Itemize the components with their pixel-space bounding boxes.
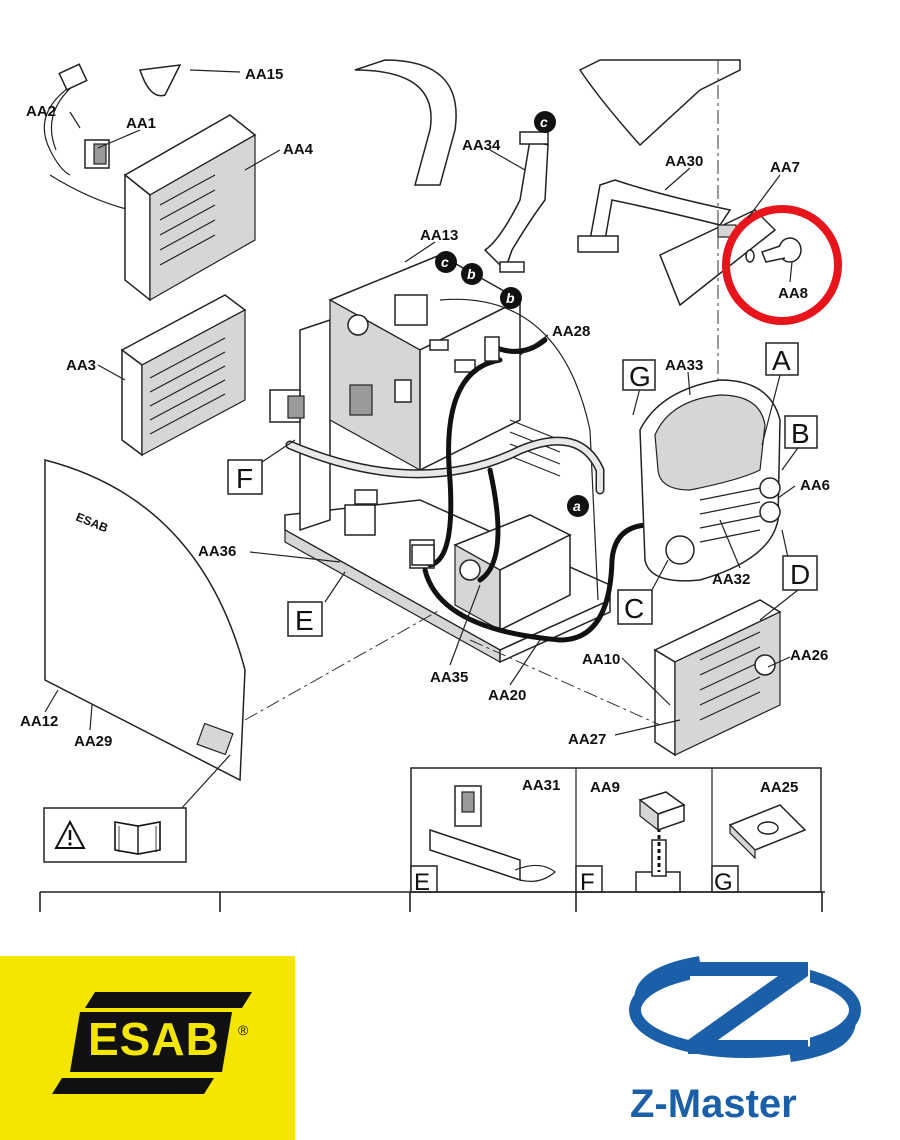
svg-text:b: b bbox=[506, 290, 515, 306]
manual-book-icon bbox=[114, 821, 161, 855]
box-label-f: F bbox=[227, 459, 263, 495]
svg-text:D: D bbox=[790, 559, 810, 590]
box-labels: G A B F D C E bbox=[227, 342, 818, 637]
box-label-b: B bbox=[784, 415, 818, 449]
svg-text:B: B bbox=[791, 418, 810, 449]
warning-triangle-icon bbox=[54, 819, 86, 849]
inset-f: F AA9 bbox=[575, 779, 686, 896]
rear-panel-aa4 bbox=[123, 114, 257, 302]
box-label-d: D bbox=[782, 555, 818, 591]
label-aa30: AA30 bbox=[665, 153, 703, 170]
front-panel-aa32 bbox=[639, 379, 781, 582]
label-aa13: AA13 bbox=[420, 227, 458, 244]
leader-lines bbox=[44, 69, 801, 811]
inset-g: G AA25 bbox=[711, 779, 807, 896]
marker-c-top: c bbox=[534, 111, 556, 133]
label-aa7: AA7 bbox=[770, 159, 800, 176]
label-aa2: AA2 bbox=[26, 103, 56, 120]
label-aa3: AA3 bbox=[66, 357, 96, 374]
svg-text:AA25: AA25 bbox=[760, 779, 798, 796]
front-frame-aa27 bbox=[653, 599, 782, 757]
label-aa4: AA4 bbox=[283, 141, 314, 158]
esab-logo-text: ESAB bbox=[88, 1013, 220, 1065]
svg-text:C: C bbox=[624, 593, 644, 624]
box-label-e: E bbox=[287, 601, 323, 637]
warning-box bbox=[43, 807, 187, 863]
part-labels: AA15 AA2 AA1 AA4 AA34 AA30 AA7 AA8 AA13 … bbox=[20, 66, 830, 750]
svg-text:a: a bbox=[573, 498, 581, 514]
label-aa1: AA1 bbox=[126, 115, 156, 132]
svg-text:A: A bbox=[772, 345, 791, 376]
label-aa6: AA6 bbox=[800, 477, 830, 494]
label-aa20: AA20 bbox=[488, 687, 526, 704]
side-panel-aa12: ESAB bbox=[44, 459, 246, 782]
circle-markers: c c b b a bbox=[435, 111, 589, 517]
label-aa12: AA12 bbox=[20, 713, 58, 730]
svg-text:c: c bbox=[540, 114, 548, 130]
ribbon-cables bbox=[138, 59, 777, 307]
label-aa15: AA15 bbox=[245, 66, 283, 83]
z-master-logo-graphic bbox=[629, 956, 861, 1062]
svg-text:AA9: AA9 bbox=[590, 779, 620, 796]
esab-registered-mark: ® bbox=[238, 1022, 249, 1038]
svg-text:E: E bbox=[414, 869, 430, 896]
label-aa34: AA34 bbox=[462, 137, 501, 154]
box-label-c: C bbox=[617, 589, 653, 625]
label-aa27: AA27 bbox=[568, 731, 606, 748]
label-aa8: AA8 bbox=[778, 285, 808, 302]
power-plug bbox=[43, 63, 131, 211]
aa8-knob bbox=[745, 237, 802, 263]
svg-text:F: F bbox=[580, 869, 595, 896]
label-aa10: AA10 bbox=[582, 651, 620, 668]
marker-b-top: b bbox=[500, 287, 522, 309]
svg-text:c: c bbox=[441, 254, 449, 270]
svg-text:G: G bbox=[629, 361, 651, 392]
svg-text:G: G bbox=[714, 869, 733, 896]
box-label-g: G bbox=[622, 359, 656, 392]
rear-grille-aa3 bbox=[120, 294, 247, 457]
marker-b-mid: b bbox=[461, 263, 483, 285]
assembly-lines bbox=[244, 60, 719, 726]
table-border bbox=[39, 891, 825, 912]
label-aa26: AA26 bbox=[790, 647, 828, 664]
svg-text:E: E bbox=[295, 605, 314, 636]
esab-logo-graphic bbox=[0, 956, 295, 1140]
label-aa28: AA28 bbox=[552, 323, 590, 340]
label-aa32: AA32 bbox=[712, 571, 750, 588]
inset-panels: E AA31 F AA9 G AA25 bbox=[410, 767, 822, 896]
svg-text:b: b bbox=[467, 266, 476, 282]
z-master-logo-text: Z-Master bbox=[630, 1082, 797, 1126]
inset-e: E AA31 bbox=[410, 777, 560, 896]
label-aa29: AA29 bbox=[74, 733, 112, 750]
label-aa36: AA36 bbox=[198, 543, 236, 560]
highlight-circle bbox=[722, 205, 842, 325]
label-aa33: AA33 bbox=[665, 357, 703, 374]
box-label-a: A bbox=[765, 342, 799, 376]
svg-text:AA31: AA31 bbox=[522, 777, 560, 794]
marker-c-mid: c bbox=[435, 251, 457, 273]
label-aa35: AA35 bbox=[430, 669, 468, 686]
marker-a: a bbox=[567, 495, 589, 517]
svg-text:F: F bbox=[236, 463, 253, 494]
main-chassis bbox=[269, 254, 653, 664]
